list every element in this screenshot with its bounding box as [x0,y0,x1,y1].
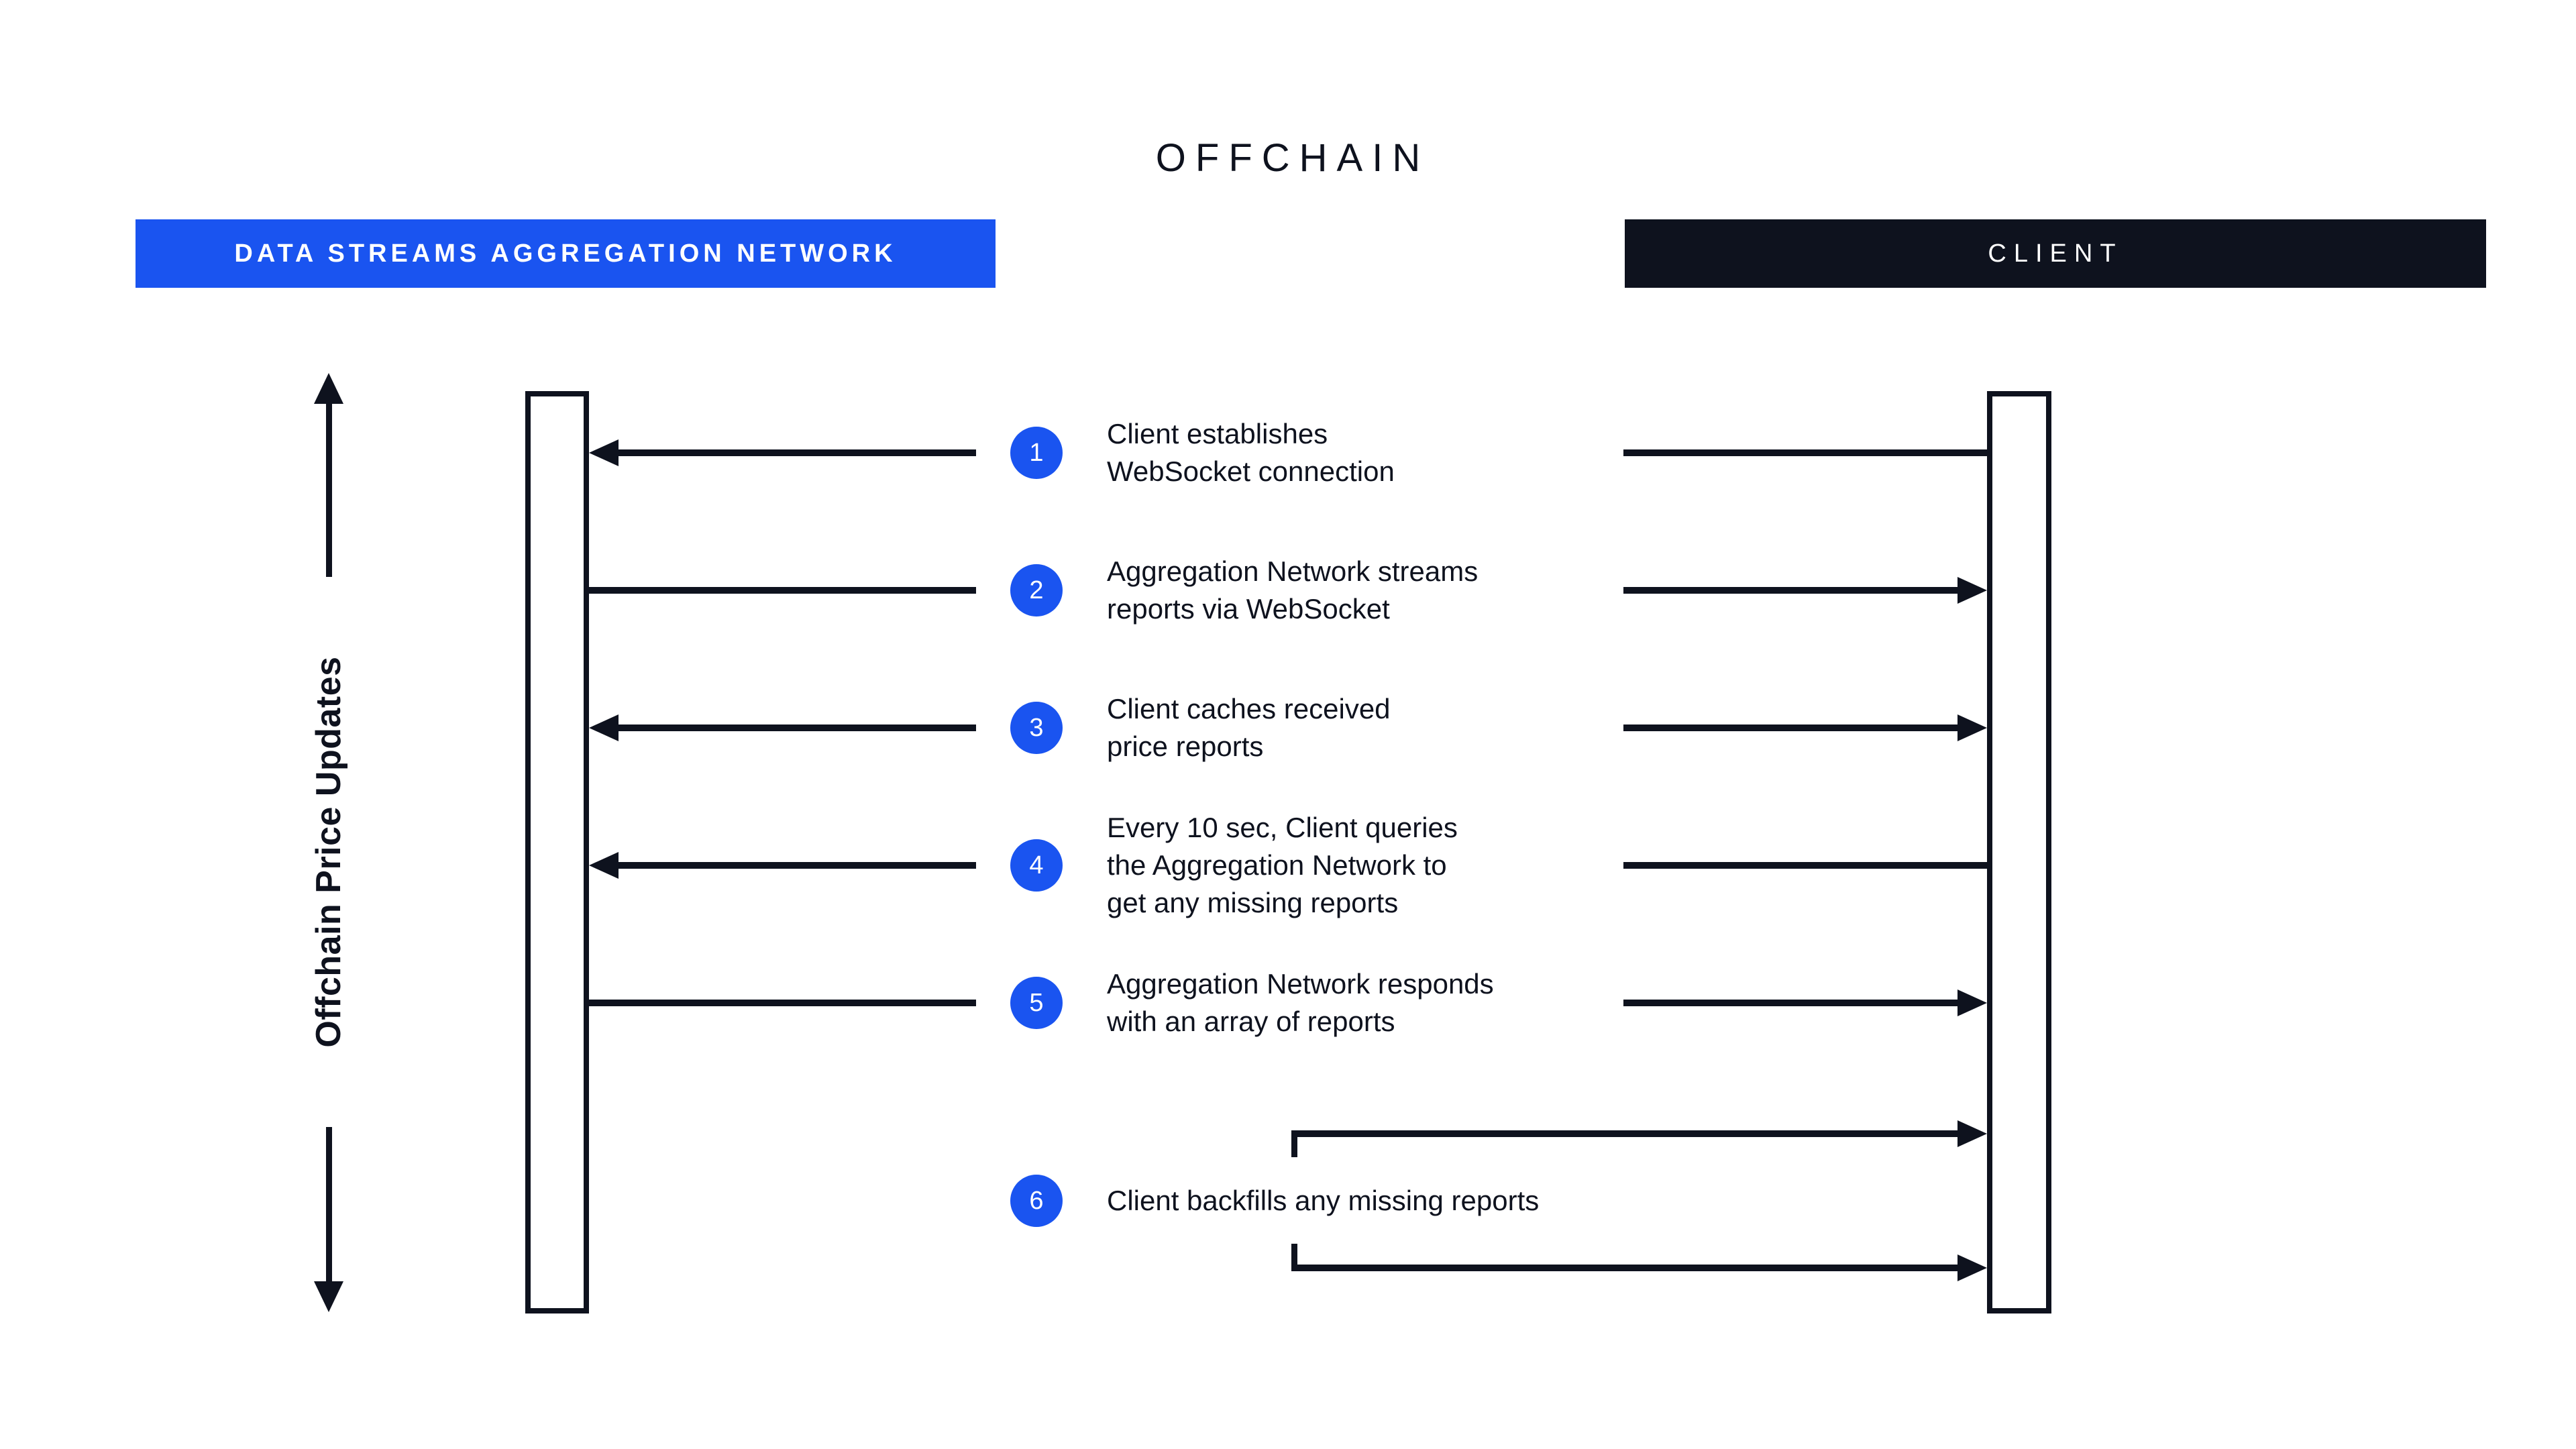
step-text: Client backfills any missing reports [1107,1185,1540,1216]
step-number: 6 [1029,1186,1044,1215]
axis-arrow-up-icon [314,373,343,404]
message-line-left [614,862,976,869]
message-line-right [1623,449,1992,456]
backfill-stub-top [1291,1130,1297,1157]
arrowhead-right-icon [1957,577,1987,604]
step-badge: 2 [1010,564,1063,616]
step-text: Aggregation Network responds with an arr… [1107,968,1494,1037]
participant-banner-client: CLIENT [1625,219,2486,288]
axis-arrow-down-icon [314,1281,343,1312]
arrowhead-left-icon [589,852,619,879]
diagram-title: OFFCHAIN [1155,136,1430,180]
participant-label-client: CLIENT [1988,239,2123,268]
backfill-line-bottom [1291,1265,1959,1271]
backfill-stub-bottom [1291,1244,1297,1271]
activation-bar-client [1987,391,2051,1313]
message-line-right [1623,587,1959,594]
arrowhead-left-icon [589,714,619,741]
message-line-left [585,587,976,594]
message-line-left [614,724,976,731]
step-badge: 3 [1010,702,1063,754]
step-text: Every 10 sec, Client queries the Aggrega… [1107,812,1458,918]
message-line-right [1623,724,1959,731]
message-line-left [614,449,976,456]
arrowhead-right-icon [1957,1254,1987,1281]
backfill-line-top [1291,1130,1959,1137]
message-line-left [585,1000,976,1006]
step-badge: 1 [1010,427,1063,479]
participant-label-network: DATA STREAMS AGGREGATION NETWORK [234,239,897,268]
step-number: 1 [1029,438,1044,467]
activation-bar-network [525,391,589,1313]
step-text: Client establishes WebSocket connection [1107,418,1395,487]
participant-banner-network: DATA STREAMS AGGREGATION NETWORK [136,219,996,288]
message-line-right [1623,1000,1959,1006]
arrowhead-left-icon [589,439,619,466]
axis-label: Offchain Price Updates [309,656,348,1048]
step-number: 4 [1029,851,1044,879]
arrowhead-right-icon [1957,989,1987,1016]
arrowhead-right-icon [1957,1120,1987,1147]
step-badge: 4 [1010,839,1063,892]
step-number: 2 [1029,576,1044,604]
message-line-right [1623,862,1992,869]
axis-line-bottom [326,1127,332,1283]
step-badge: 6 [1010,1175,1063,1227]
step-text: Client caches received price reports [1107,693,1391,762]
step-badge: 5 [1010,977,1063,1029]
axis-line-top [326,401,332,577]
step-number: 3 [1029,713,1044,742]
step-number: 5 [1029,988,1044,1017]
arrowhead-right-icon [1957,714,1987,741]
step-text: Aggregation Network streams reports via … [1107,555,1479,625]
